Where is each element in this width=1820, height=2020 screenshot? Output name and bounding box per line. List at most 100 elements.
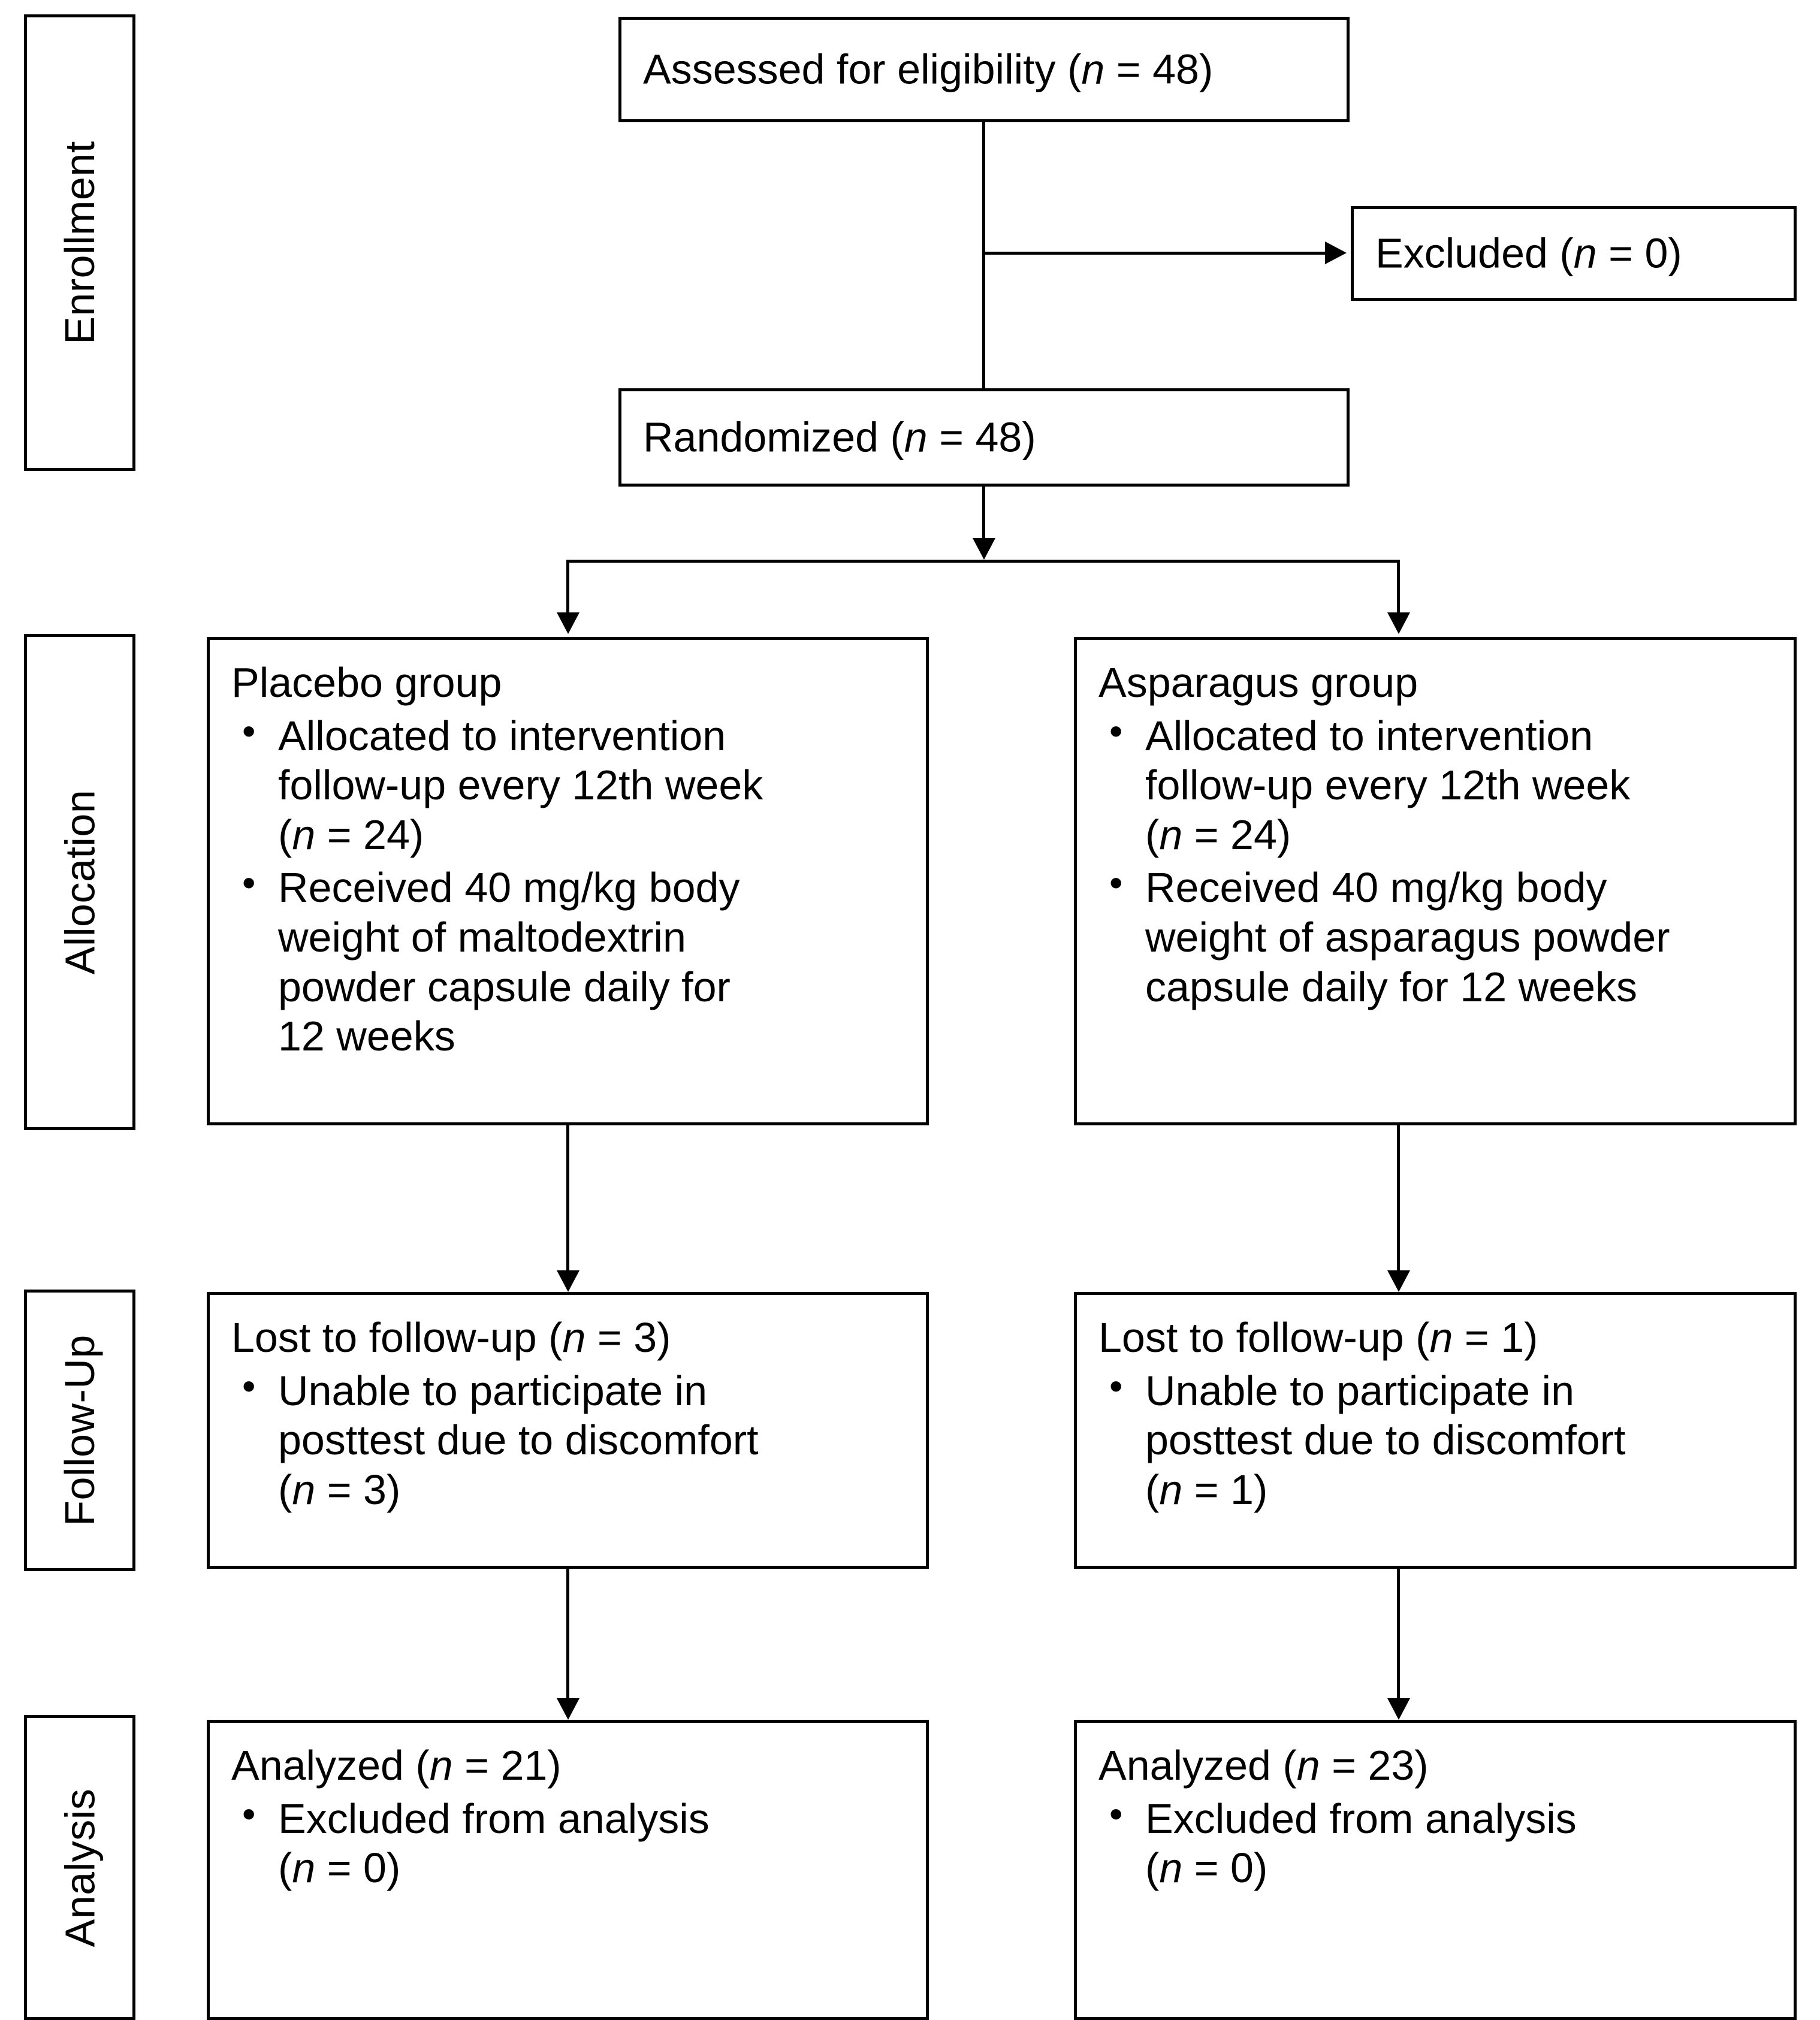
connector-placebo-alloc-to-followup: [566, 1125, 569, 1270]
asparagus-fu-b-l3-prefix: (: [1145, 1466, 1160, 1513]
excluded-n-symbol: n: [1573, 230, 1597, 277]
placebo-fu-b-l3-suffix: = 3): [315, 1466, 401, 1513]
asparagus-followup-title: Lost to follow-up (n = 1): [1098, 1313, 1778, 1363]
node-asparagus-allocation: Asparagus group Allocated to interventio…: [1074, 637, 1797, 1125]
node-excluded-text: Excluded (n = 0): [1375, 229, 1778, 279]
node-assessed-for-eligibility: Assessed for eligibility (n = 48): [618, 17, 1350, 122]
asparagus-fu-b-l2: posttest due to discomfort: [1145, 1417, 1626, 1464]
asparagus-b2-l3: capsule daily for 12 weeks: [1145, 963, 1637, 1010]
placebo-followup-title: Lost to follow-up (n = 3): [231, 1313, 910, 1363]
asparagus-b2-l1: Received 40 mg/kg body: [1145, 864, 1607, 911]
connector-randomized-arrowhead: [973, 538, 995, 560]
node-asparagus-analysis: Analyzed (n = 23) Excluded from analysis…: [1074, 1720, 1797, 2020]
asparagus-b1-l3-prefix: (: [1145, 811, 1160, 858]
stage-label-followup-text: Follow-Up: [56, 1334, 104, 1526]
asparagus-an-b-l2-prefix: (: [1145, 1844, 1160, 1892]
placebo-b1-l1: Allocated to intervention: [278, 712, 726, 759]
placebo-b2-l2: weight of maltodextrin: [278, 913, 686, 961]
placebo-b1-l3-prefix: (: [278, 811, 292, 858]
asparagus-fu-b-n-symbol: n: [1159, 1466, 1183, 1513]
list-item: Allocated to intervention follow-up ever…: [231, 709, 910, 860]
list-item: Allocated to intervention follow-up ever…: [1098, 709, 1778, 860]
assessed-label-suffix: = 48): [1104, 46, 1214, 93]
node-asparagus-followup-content: Lost to follow-up (n = 1) Unable to part…: [1098, 1313, 1778, 1514]
connector-asparagus-alloc-to-followup: [1397, 1125, 1400, 1270]
placebo-fu-prefix: Lost to follow-up (: [231, 1314, 563, 1361]
node-randomized: Randomized (n = 48): [618, 388, 1350, 487]
node-asparagus-followup: Lost to follow-up (n = 1) Unable to part…: [1074, 1292, 1797, 1569]
asparagus-fu-n-symbol: n: [1429, 1314, 1453, 1361]
node-excluded: Excluded (n = 0): [1351, 206, 1797, 301]
placebo-fu-b-l2: posttest due to discomfort: [278, 1417, 759, 1464]
connector-randomized-down: [982, 487, 985, 538]
asparagus-b2-l2: weight of asparagus powder: [1145, 913, 1670, 961]
node-assessed-text: Assessed for eligibility (n = 48): [643, 45, 1331, 95]
placebo-fu-b-n-symbol: n: [292, 1466, 316, 1513]
connector-asparagus-alloc-to-followup-arrowhead: [1387, 1270, 1410, 1292]
asparagus-allocation-bullet-list: Allocated to intervention follow-up ever…: [1098, 709, 1778, 1012]
asparagus-followup-bullet-list: Unable to participate in posttest due to…: [1098, 1364, 1778, 1515]
assessed-label-prefix: Assessed for eligibility (: [643, 46, 1082, 93]
stage-label-allocation-text: Allocation: [56, 789, 104, 975]
asparagus-group-title: Asparagus group: [1098, 659, 1418, 706]
placebo-b2-l4: 12 weeks: [278, 1013, 455, 1060]
asparagus-an-b-n-symbol: n: [1159, 1844, 1183, 1892]
placebo-an-b-n-symbol: n: [292, 1844, 316, 1892]
asparagus-an-n-symbol: n: [1296, 1742, 1320, 1789]
asparagus-b1-l2: follow-up every 12th week: [1145, 762, 1631, 809]
placebo-b2-l3: powder capsule daily for: [278, 963, 731, 1010]
connector-asparagus-followup-to-analysis-arrowhead: [1387, 1698, 1410, 1720]
stage-label-analysis: Analysis: [24, 1715, 135, 2020]
assessed-n-symbol: n: [1081, 46, 1105, 93]
asparagus-fu-b-l1: Unable to participate in: [1145, 1367, 1574, 1414]
connector-split-right-leg: [1397, 560, 1400, 612]
stage-label-enrollment-text: Enrollment: [56, 141, 103, 345]
asparagus-fu-prefix: Lost to follow-up (: [1098, 1314, 1430, 1361]
placebo-an-suffix: = 21): [452, 1742, 562, 1789]
randomized-label-suffix: = 48): [927, 413, 1036, 461]
asparagus-an-suffix: = 23): [1320, 1742, 1429, 1789]
stage-label-analysis-text: Analysis: [56, 1788, 103, 1947]
placebo-analysis-bullet-list: Excluded from analysis (n = 0): [231, 1792, 910, 1893]
list-item: Excluded from analysis (n = 0): [231, 1792, 910, 1893]
asparagus-an-b-l1: Excluded from analysis: [1145, 1795, 1577, 1842]
connector-placebo-alloc-to-followup-arrowhead: [557, 1270, 579, 1292]
asparagus-fu-b-l3-suffix: = 1): [1182, 1466, 1268, 1513]
connector-split-bar: [566, 560, 1400, 563]
connector-to-excluded-arrowhead: [1325, 241, 1347, 264]
node-placebo-followup: Lost to follow-up (n = 3) Unable to part…: [207, 1292, 929, 1569]
placebo-analysis-title: Analyzed (n = 21): [231, 1741, 910, 1790]
node-placebo-followup-content: Lost to follow-up (n = 3) Unable to part…: [231, 1313, 910, 1514]
placebo-b2-l1: Received 40 mg/kg body: [278, 864, 740, 911]
list-item: Excluded from analysis (n = 0): [1098, 1792, 1778, 1893]
list-item: Received 40 mg/kg body weight of maltode…: [231, 860, 910, 1061]
node-asparagus-analysis-content: Analyzed (n = 23) Excluded from analysis…: [1098, 1741, 1778, 1893]
stage-label-followup: Follow-Up: [24, 1290, 135, 1571]
randomized-n-symbol: n: [904, 413, 928, 461]
placebo-fu-suffix: = 3): [585, 1314, 671, 1361]
connector-asparagus-followup-to-analysis: [1397, 1569, 1400, 1698]
node-randomized-text: Randomized (n = 48): [643, 413, 1331, 463]
asparagus-b1-l3-suffix: = 24): [1182, 811, 1291, 858]
placebo-an-b-l1: Excluded from analysis: [278, 1795, 710, 1842]
connector-placebo-followup-to-analysis-arrowhead: [557, 1698, 579, 1720]
connector-split-right-arrowhead: [1387, 612, 1410, 634]
placebo-b1-n-symbol: n: [292, 811, 316, 858]
placebo-an-b-l2-suffix: = 0): [315, 1844, 401, 1892]
placebo-fu-b-l3-prefix: (: [278, 1466, 292, 1513]
node-placebo-analysis-content: Analyzed (n = 21) Excluded from analysis…: [231, 1741, 910, 1893]
list-item: Unable to participate in posttest due to…: [1098, 1364, 1778, 1515]
asparagus-analysis-bullet-list: Excluded from analysis (n = 0): [1098, 1792, 1778, 1893]
connector-split-left-leg: [566, 560, 569, 612]
asparagus-analysis-title: Analyzed (n = 23): [1098, 1741, 1778, 1790]
placebo-allocation-bullet-list: Allocated to intervention follow-up ever…: [231, 709, 910, 1061]
excluded-label-prefix: Excluded (: [1375, 230, 1574, 277]
connector-to-excluded: [982, 252, 1325, 255]
placebo-group-title: Placebo group: [231, 659, 502, 706]
placebo-an-b-l2-prefix: (: [278, 1844, 292, 1892]
node-asparagus-allocation-content: Asparagus group Allocated to interventio…: [1098, 658, 1778, 1011]
excluded-label-suffix: = 0): [1596, 230, 1682, 277]
placebo-followup-bullet-list: Unable to participate in posttest due to…: [231, 1364, 910, 1515]
list-item: Received 40 mg/kg body weight of asparag…: [1098, 860, 1778, 1011]
